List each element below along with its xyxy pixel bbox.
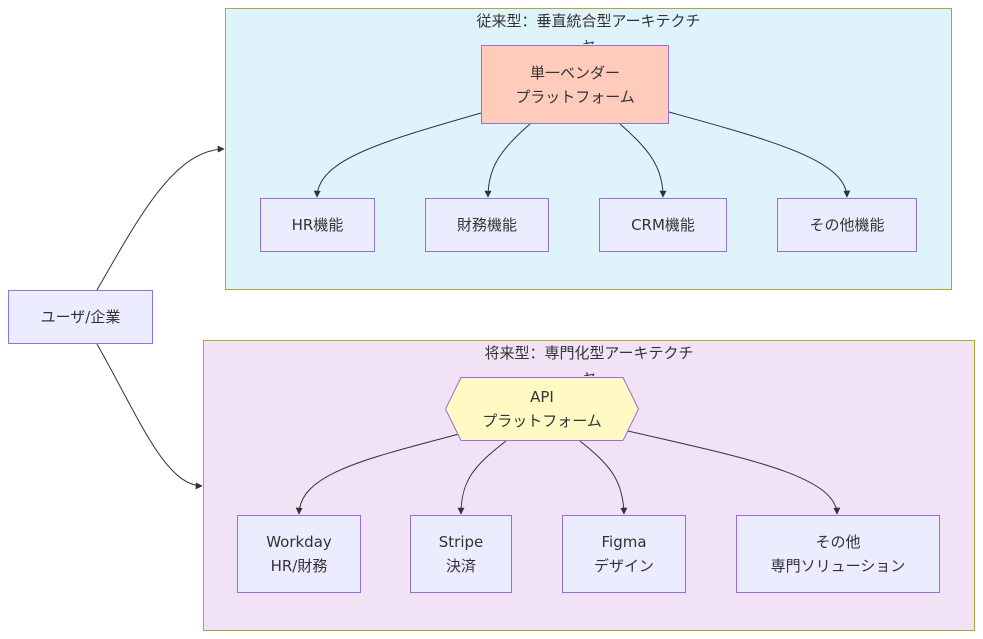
edge-vendor-to-other [668,111,851,198]
node-figma: Figma デザイン [562,515,686,593]
node-other-specialized-line1: その他 [815,533,861,551]
node-api-platform: API プラットフォーム [445,377,639,441]
node-stripe-line1: Stripe [438,533,484,551]
node-hr-function-label: HR機能 [291,216,344,234]
edge-api-to-other [627,430,841,515]
node-other-specialized-line2: 専門ソリューション [770,557,906,575]
edge-vendor-to-finance [484,123,531,198]
node-figma-line2: デザイン [593,557,654,575]
node-workday-line1: Workday [266,533,332,551]
node-crm-function: CRM機能 [599,198,727,252]
node-user-company: ユーザ/企業 [8,290,153,344]
cluster-future-title: 将来型：専門化型アーキテクチャ [484,344,694,376]
node-workday-line2: HR/財務 [270,557,328,575]
node-crm-function-label: CRM機能 [631,216,695,234]
node-other-function: その他機能 [777,198,917,252]
edge-vendor-to-crm [619,123,667,198]
node-other-function-label: その他機能 [809,216,885,234]
node-single-vendor-platform: 単一ベンダー プラットフォーム [481,45,669,124]
node-api-platform-line2: プラットフォーム [482,412,602,430]
edge-api-to-figma [579,440,628,515]
node-finance-function-label: 財務機能 [456,216,517,234]
node-finance-function: 財務機能 [425,198,549,252]
edge-user-to-legacy [96,145,225,291]
edge-vendor-to-hr [313,112,482,198]
node-stripe-line2: 決済 [445,557,476,575]
cluster-legacy-title: 従来型：垂直統合型アーキテクチャ [476,12,701,44]
node-single-vendor-line1: 単一ベンダー [529,63,620,82]
node-api-platform-line1: API [530,388,554,406]
edge-api-to-workday [295,433,460,515]
node-figma-line1: Figma [601,533,647,551]
node-hr-function: HR機能 [260,198,375,252]
node-single-vendor-line2: プラットフォーム [515,87,635,106]
node-workday: Workday HR/財務 [237,515,361,593]
edge-user-to-future [96,343,203,490]
node-stripe: Stripe 決済 [410,515,512,593]
edge-api-to-stripe [457,440,507,515]
hexagon-shape [445,377,639,441]
node-other-specialized: その他 専門ソリューション [736,515,940,593]
node-user-company-label: ユーザ/企業 [40,308,121,326]
